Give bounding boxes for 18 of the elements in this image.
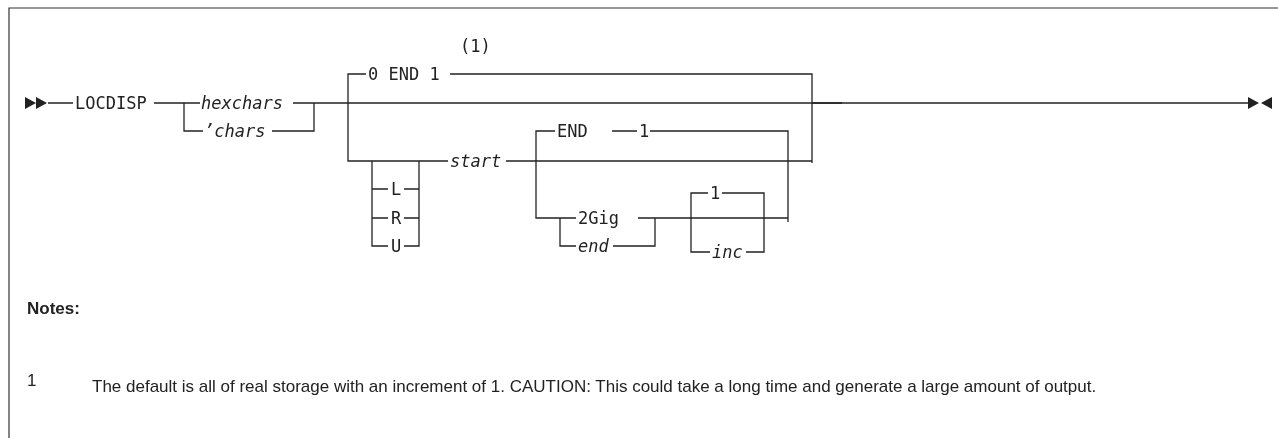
footnote-reference: (1)	[460, 37, 491, 55]
syntax-keyword: END	[557, 122, 588, 140]
notes-heading: Notes:	[27, 299, 80, 319]
syntax-variable: end	[578, 237, 609, 255]
syntax-keyword: 1	[639, 122, 650, 140]
syntax-keyword: LOCDISP	[75, 94, 147, 112]
syntax-variable: hexchars	[201, 94, 283, 112]
syntax-variable: start	[450, 152, 502, 170]
syntax-keyword: L	[391, 180, 402, 198]
syntax-keyword: U	[391, 237, 402, 255]
syntax-keyword: R	[391, 209, 402, 227]
note-number: 1	[27, 371, 37, 391]
note-text: The default is all of real storage with an increment of 1. CAUTION: This could take a long time and generate a large amount of output.	[92, 376, 1098, 398]
syntax-variable: ’chars	[204, 122, 266, 140]
syntax-variable: inc	[712, 243, 743, 261]
syntax-keyword: 0 END 1	[368, 65, 440, 83]
syntax-keyword: 1	[710, 184, 721, 202]
syntax-keyword: 2Gig	[578, 209, 619, 227]
